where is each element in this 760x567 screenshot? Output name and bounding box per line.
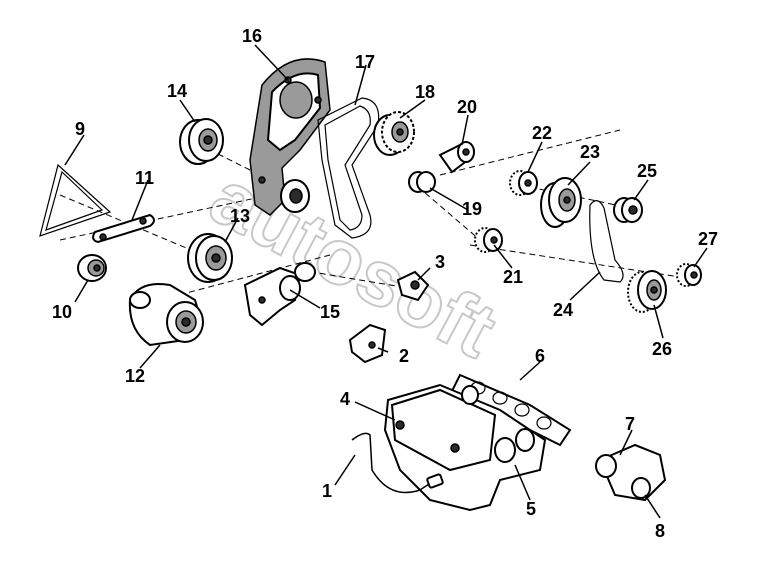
- label-1: 1: [322, 481, 332, 501]
- water-pump-12: [128, 283, 204, 347]
- crank-pulley-13: [187, 233, 233, 283]
- label-6: 6: [535, 346, 545, 366]
- timing-cover-16: [249, 58, 331, 216]
- label-21: 21: [503, 267, 523, 287]
- spacer-19: [408, 171, 436, 193]
- leader-lines: [64, 44, 708, 519]
- label-27: 27: [698, 229, 718, 249]
- label-12: 12: [125, 366, 145, 386]
- sensor-3: [396, 270, 430, 302]
- label-19: 19: [462, 199, 482, 219]
- bracket-2: [348, 323, 387, 364]
- belt-tensioner-20: [438, 141, 475, 174]
- label-17: 17: [355, 52, 375, 72]
- label-9: 9: [75, 119, 85, 139]
- gear-21: [474, 227, 503, 253]
- drive-belt-9: [39, 163, 112, 237]
- auxiliary-belt-24: [589, 200, 624, 283]
- tensioner-bracket-11: [92, 213, 155, 244]
- label-11: 11: [135, 168, 154, 188]
- tensioner-pulley-14: [179, 118, 224, 165]
- label-3: 3: [435, 252, 445, 272]
- label-14: 14: [167, 81, 187, 101]
- label-7: 7: [625, 414, 635, 434]
- label-8: 8: [655, 521, 665, 541]
- timing-belt-17: [317, 97, 380, 239]
- label-13: 13: [230, 206, 250, 226]
- gear-27: [676, 263, 702, 287]
- sensor-wire-1: [351, 432, 444, 494]
- thermostat-housing-15: [243, 262, 316, 327]
- intake-manifold-4-5: [383, 383, 547, 512]
- pulley-26: [627, 270, 667, 313]
- cam-sprocket-18: [373, 111, 415, 156]
- idler-pulley-10: [77, 254, 107, 282]
- gear-22: [509, 170, 538, 196]
- label-2: 2: [399, 346, 409, 366]
- part-labels: 1 2 3 4 5 6 7 8 9 10 11 12 13 14 15 16 1…: [52, 26, 718, 541]
- label-26: 26: [652, 339, 672, 359]
- label-5: 5: [526, 499, 536, 519]
- label-10: 10: [52, 302, 72, 322]
- label-20: 20: [457, 97, 477, 117]
- label-16: 16: [242, 26, 262, 46]
- label-15: 15: [320, 302, 340, 322]
- label-18: 18: [415, 82, 435, 102]
- label-22: 22: [532, 123, 552, 143]
- label-25: 25: [637, 161, 657, 181]
- bush-25: [613, 197, 643, 223]
- label-4: 4: [340, 389, 350, 409]
- thermostat-7-8: [595, 443, 667, 502]
- label-23: 23: [580, 142, 600, 162]
- label-24: 24: [553, 300, 573, 320]
- sprocket-23: [540, 177, 582, 228]
